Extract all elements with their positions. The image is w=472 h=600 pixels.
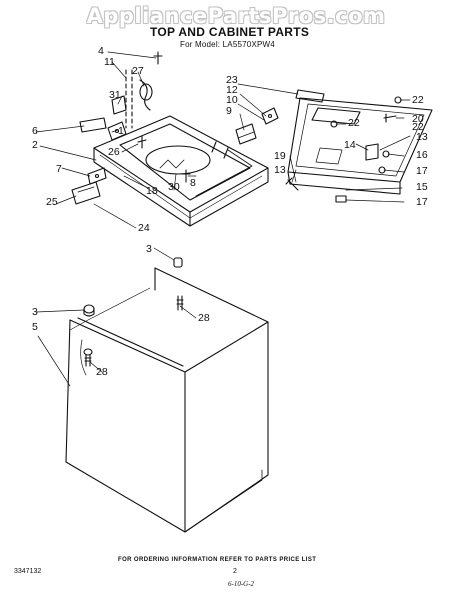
callout-2: 2 <box>32 139 38 151</box>
callout-17-top: 17 <box>416 165 428 177</box>
callout-25: 25 <box>46 196 58 208</box>
callout-10: 9 <box>226 105 232 117</box>
callout-17-bottom: 17 <box>416 196 428 208</box>
part-27-switch-harness <box>125 69 153 129</box>
callout-31: 31 <box>109 89 121 101</box>
watermark-logo: AppliancePartsPros.com <box>86 4 386 28</box>
callout-5: 5 <box>32 321 38 333</box>
callout-22-mid: 22 <box>348 117 360 129</box>
callout-22-low: 22 <box>412 121 424 133</box>
callout-1: 1 <box>118 125 124 137</box>
part-3-clip-top <box>173 257 183 268</box>
callout-24: 24 <box>138 222 150 234</box>
part-30-spring <box>159 159 185 169</box>
callout-13-right: 13 <box>416 131 428 143</box>
callout-8: 8 <box>190 177 196 189</box>
cabinet-top <box>93 115 269 227</box>
handwritten-mark: 6-10-G-2 <box>228 580 255 588</box>
part-7-lid-switch <box>87 167 107 185</box>
callout-16: 16 <box>416 149 428 161</box>
callout-30: 30 <box>168 181 180 193</box>
part-3-clip-left <box>83 304 95 317</box>
part-12-hinge-pin <box>261 107 279 125</box>
callout-18: 18 <box>146 185 158 197</box>
callout-15: 15 <box>416 181 428 193</box>
diagram-title: TOP AND CABINET PARTS <box>150 25 310 39</box>
callout-3-top: 3 <box>146 243 152 255</box>
part-26-screw <box>137 135 147 149</box>
part-6-bracket <box>79 117 107 133</box>
part-8-screw <box>181 169 191 183</box>
callout-20: 20 <box>412 113 424 125</box>
callout-7: 7 <box>56 163 62 175</box>
part-28-screw-front <box>83 348 93 367</box>
part-17-bumper-b <box>335 195 347 203</box>
callout-22-top: 22 <box>412 94 424 106</box>
callout-28-top: 28 <box>198 312 210 324</box>
part-23-plate <box>295 89 325 103</box>
callout-19: 19 <box>274 150 286 162</box>
part-14-bracket <box>365 143 379 161</box>
ordering-note: FOR ORDERING INFORMATION REFER TO PARTS … <box>118 557 317 563</box>
callout-27: 27 <box>132 65 144 77</box>
part-28-screw-top <box>176 295 184 311</box>
callout-11: 10 <box>226 94 238 106</box>
figure-code: 3347132 <box>14 568 42 575</box>
part-10-hinge <box>235 123 257 145</box>
page-number: 2 <box>233 568 237 575</box>
callout-12: 12 <box>226 84 238 96</box>
part-25-switch <box>71 181 101 205</box>
leader-lines <box>35 51 411 387</box>
part-4-screw <box>153 51 163 65</box>
callout-9: 11 <box>104 56 115 68</box>
part-13-screw <box>285 177 299 191</box>
callout-14: 14 <box>344 139 356 151</box>
callout-23: 23 <box>226 74 238 86</box>
callout-26: 26 <box>108 146 120 158</box>
model-line: For Model: LA5570XPW4 <box>180 40 275 49</box>
cabinet <box>65 267 269 533</box>
callout-13-left: 13 <box>274 164 286 176</box>
callout-6: 6 <box>32 125 38 137</box>
callout-4: 4 <box>98 45 104 57</box>
part-20-screw <box>383 113 397 123</box>
callout-28-front: 28 <box>96 366 108 378</box>
part-31-switch <box>111 95 127 115</box>
callout-3-left: 3 <box>32 306 38 318</box>
